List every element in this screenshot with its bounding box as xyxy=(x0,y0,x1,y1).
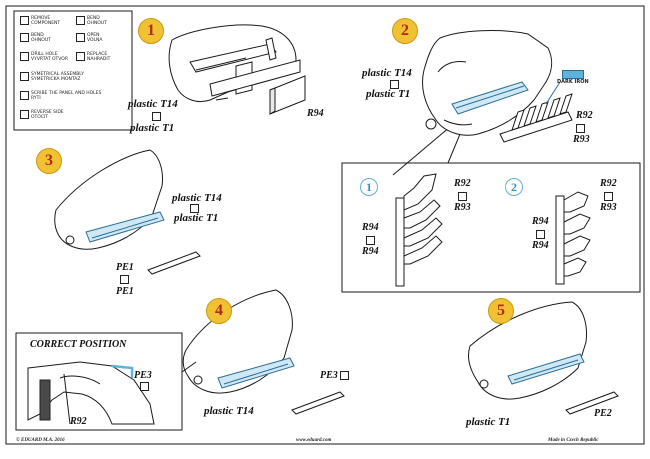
step-number-3: 3 xyxy=(36,148,62,174)
symmetric-icon xyxy=(20,72,29,81)
substep1-ref-r92: R92 xyxy=(454,178,471,189)
step1-ref-r94: R94 xyxy=(307,108,324,119)
footer-made-in: Made in Czech Republic xyxy=(548,438,599,443)
substep2-ref-r92: R92 xyxy=(600,178,617,189)
step3-plastic-t14-label: plastic T14 xyxy=(172,192,222,204)
replace-icon xyxy=(604,192,613,201)
step4-pe-part xyxy=(291,391,345,415)
footer-url[interactable]: www.eduard.com xyxy=(296,438,332,443)
step-number-1: 1 xyxy=(138,18,164,44)
step2-plastic-t1-label: plastic T1 xyxy=(366,88,411,100)
step3-drawing xyxy=(54,149,165,250)
substep2-ref-r94-a: R94 xyxy=(532,216,549,227)
substep-number-1: 1 xyxy=(360,178,378,196)
correct-position-ref-r92: R92 xyxy=(70,416,87,427)
leader-line xyxy=(181,361,197,373)
remove-icon xyxy=(390,80,399,89)
step1-plastic-t1-label: plastic T1 xyxy=(130,122,175,134)
step4-plastic-t14-label: plastic T14 xyxy=(204,405,254,417)
substep1-ref-r94-a: R94 xyxy=(362,222,379,233)
reverse-icon xyxy=(20,110,29,119)
step5-pe-part xyxy=(565,391,619,415)
step2-ref-r93: R93 xyxy=(573,134,590,145)
step2-insert xyxy=(499,81,573,143)
bend-icon xyxy=(76,16,85,25)
replace-icon xyxy=(458,192,467,201)
substep1-ref-r94-b: R94 xyxy=(362,246,379,257)
step-number-2: 2 xyxy=(392,18,418,44)
open-icon xyxy=(76,33,85,42)
footer-copyright: © EDUARD M.A. 2016 xyxy=(16,438,65,443)
substep1-ref-r93: R93 xyxy=(454,202,471,213)
step3-plastic-t1-label: plastic T1 xyxy=(174,212,219,224)
drill-icon xyxy=(20,52,29,61)
step4-ref-pe3: PE3 xyxy=(320,370,338,381)
replace-icon xyxy=(340,371,349,380)
replace-icon xyxy=(76,52,85,61)
replace-icon xyxy=(140,382,149,391)
step1-plastic-t14-label: plastic T14 xyxy=(128,98,178,110)
step3-ref-pe1-a: PE1 xyxy=(116,262,134,273)
replace-icon xyxy=(536,230,545,239)
step3-pe-part xyxy=(147,251,201,275)
step1-drawing xyxy=(168,24,301,103)
scribe-icon xyxy=(20,91,29,100)
substeps-frame xyxy=(341,162,641,293)
step2-drawing xyxy=(422,30,553,136)
step1-rail xyxy=(215,75,306,115)
substep-number-2: 2 xyxy=(505,178,523,196)
step5-plastic-t1-label: plastic T1 xyxy=(466,416,511,428)
substep2-ref-r93: R93 xyxy=(600,202,617,213)
correct-position-frame xyxy=(15,332,183,431)
remove-icon xyxy=(152,112,161,121)
substep2-ref-r94-b: R94 xyxy=(532,240,549,251)
replace-icon xyxy=(366,236,375,245)
replace-icon xyxy=(120,275,129,284)
correct-position-drawing xyxy=(27,361,155,425)
step-number-4: 4 xyxy=(206,298,232,324)
correct-position-ref-pe3: PE3 xyxy=(134,370,152,381)
step-number-5: 5 xyxy=(488,298,514,324)
substep2-drawing xyxy=(555,191,591,285)
color-chip xyxy=(562,70,584,79)
step2-ref-r92: R92 xyxy=(576,110,593,121)
step2-plastic-t14-label: plastic T14 xyxy=(362,67,412,79)
remove-icon xyxy=(20,16,29,25)
legend-frame xyxy=(13,10,133,131)
step4-drawing xyxy=(182,289,295,394)
replace-icon xyxy=(576,124,585,133)
step5-drawing xyxy=(467,301,587,400)
step3-ref-pe1-b: PE1 xyxy=(116,286,134,297)
correct-position-title: CORRECT POSITION xyxy=(30,339,127,350)
bend-cutout-icon xyxy=(20,33,29,42)
substep1-drawing xyxy=(395,173,443,287)
page-border xyxy=(5,5,645,445)
remove-icon xyxy=(190,204,199,213)
step5-ref-pe2: PE2 xyxy=(594,408,612,419)
color-chip-label: DARK IRON xyxy=(557,79,589,85)
